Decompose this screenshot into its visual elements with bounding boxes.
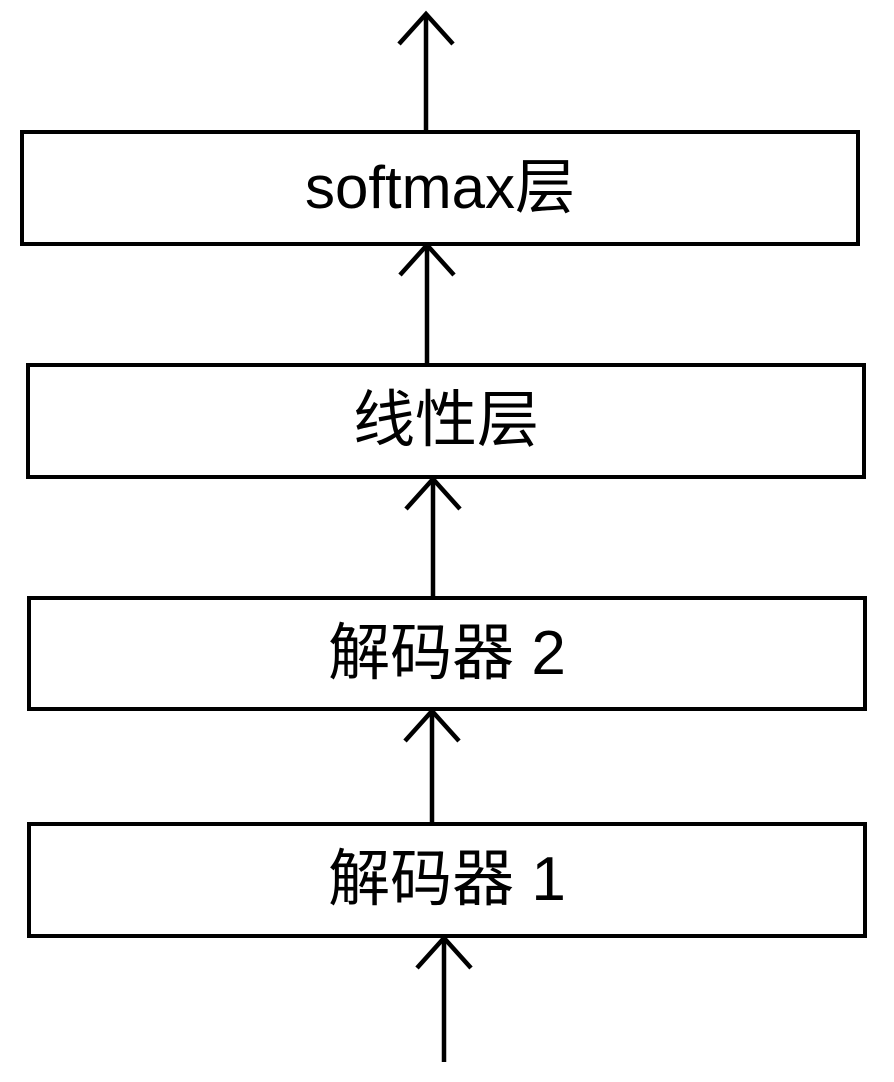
node-decoder-1[interactable]: 解码器 1: [27, 822, 867, 938]
node-softmax-layer[interactable]: softmax层: [20, 130, 860, 246]
arrow-input-head: [415, 934, 473, 970]
node-label-decoder-1: 解码器 1: [328, 845, 566, 914]
arrow-decoder1-to-decoder2-head: [403, 707, 461, 743]
node-label-decoder-2: 解码器 2: [328, 618, 566, 688]
node-label-softmax-layer: softmax层: [304, 154, 576, 221]
node-linear-layer[interactable]: 线性层: [26, 363, 866, 479]
arrow-decoder2-to-linear-head: [404, 475, 462, 511]
node-label-linear-layer: 线性层: [352, 386, 539, 455]
arrow-output-head: [397, 10, 455, 46]
node-decoder-2[interactable]: 解码器 2: [27, 596, 867, 711]
